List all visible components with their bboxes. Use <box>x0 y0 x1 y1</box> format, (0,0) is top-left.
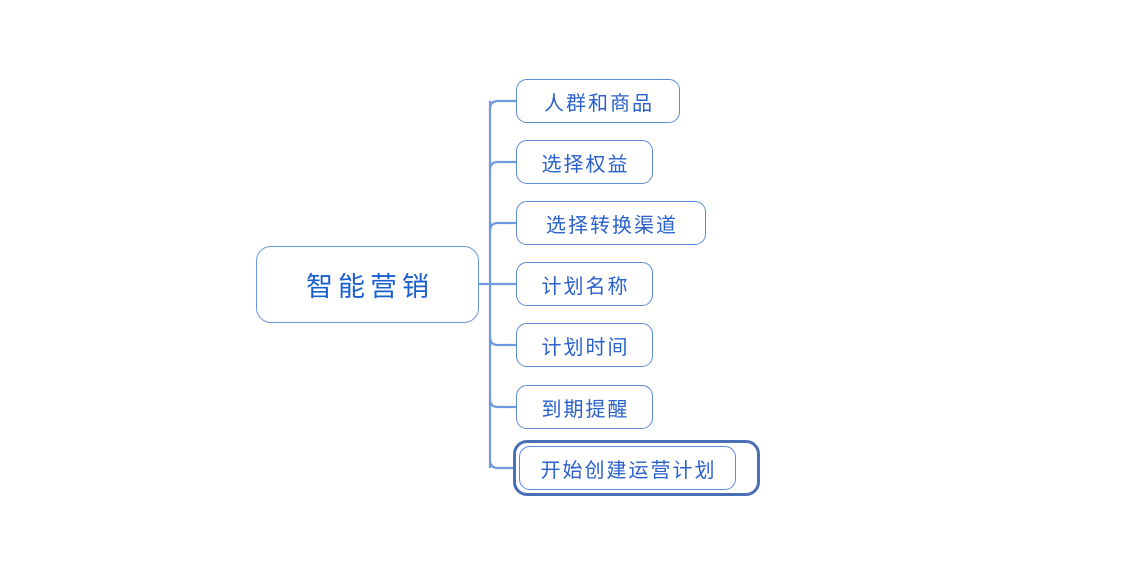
node-label: 人群和商品 <box>544 90 654 115</box>
node-label: 计划时间 <box>541 334 630 359</box>
node-label: 选择权益 <box>541 151 630 176</box>
mindmap-node-expiry-reminder[interactable]: 到期提醒 <box>516 385 653 429</box>
connector-branch-4 <box>488 336 516 347</box>
connector-branch-6 <box>488 459 513 470</box>
root-node-label: 智能营销 <box>306 272 434 303</box>
mindmap-node-select-conversion-channel[interactable]: 选择转换渠道 <box>516 201 706 245</box>
node-label: 计划名称 <box>541 273 630 298</box>
node-label: 到期提醒 <box>541 396 630 421</box>
node-label: 选择转换渠道 <box>546 212 678 237</box>
mindmap-root-node[interactable]: 智能营销 <box>256 246 479 323</box>
connector-branch-1 <box>488 160 516 171</box>
connector-branch-0 <box>488 99 516 110</box>
mindmap-node-select-benefits[interactable]: 选择权益 <box>516 140 653 184</box>
node-label: 开始创建运营计划 <box>540 457 717 482</box>
mindmap-node-start-create-operation-plan[interactable]: 开始创建运营计划 <box>519 446 736 490</box>
mindmap-node-plan-name[interactable]: 计划名称 <box>516 262 653 306</box>
selected-node-highlight-ring <box>513 440 760 496</box>
mindmap-node-crowd-and-goods[interactable]: 人群和商品 <box>516 79 680 123</box>
connector-branch-5 <box>488 398 516 409</box>
connector-branch-2 <box>488 221 516 232</box>
mindmap-node-plan-time[interactable]: 计划时间 <box>516 323 653 367</box>
